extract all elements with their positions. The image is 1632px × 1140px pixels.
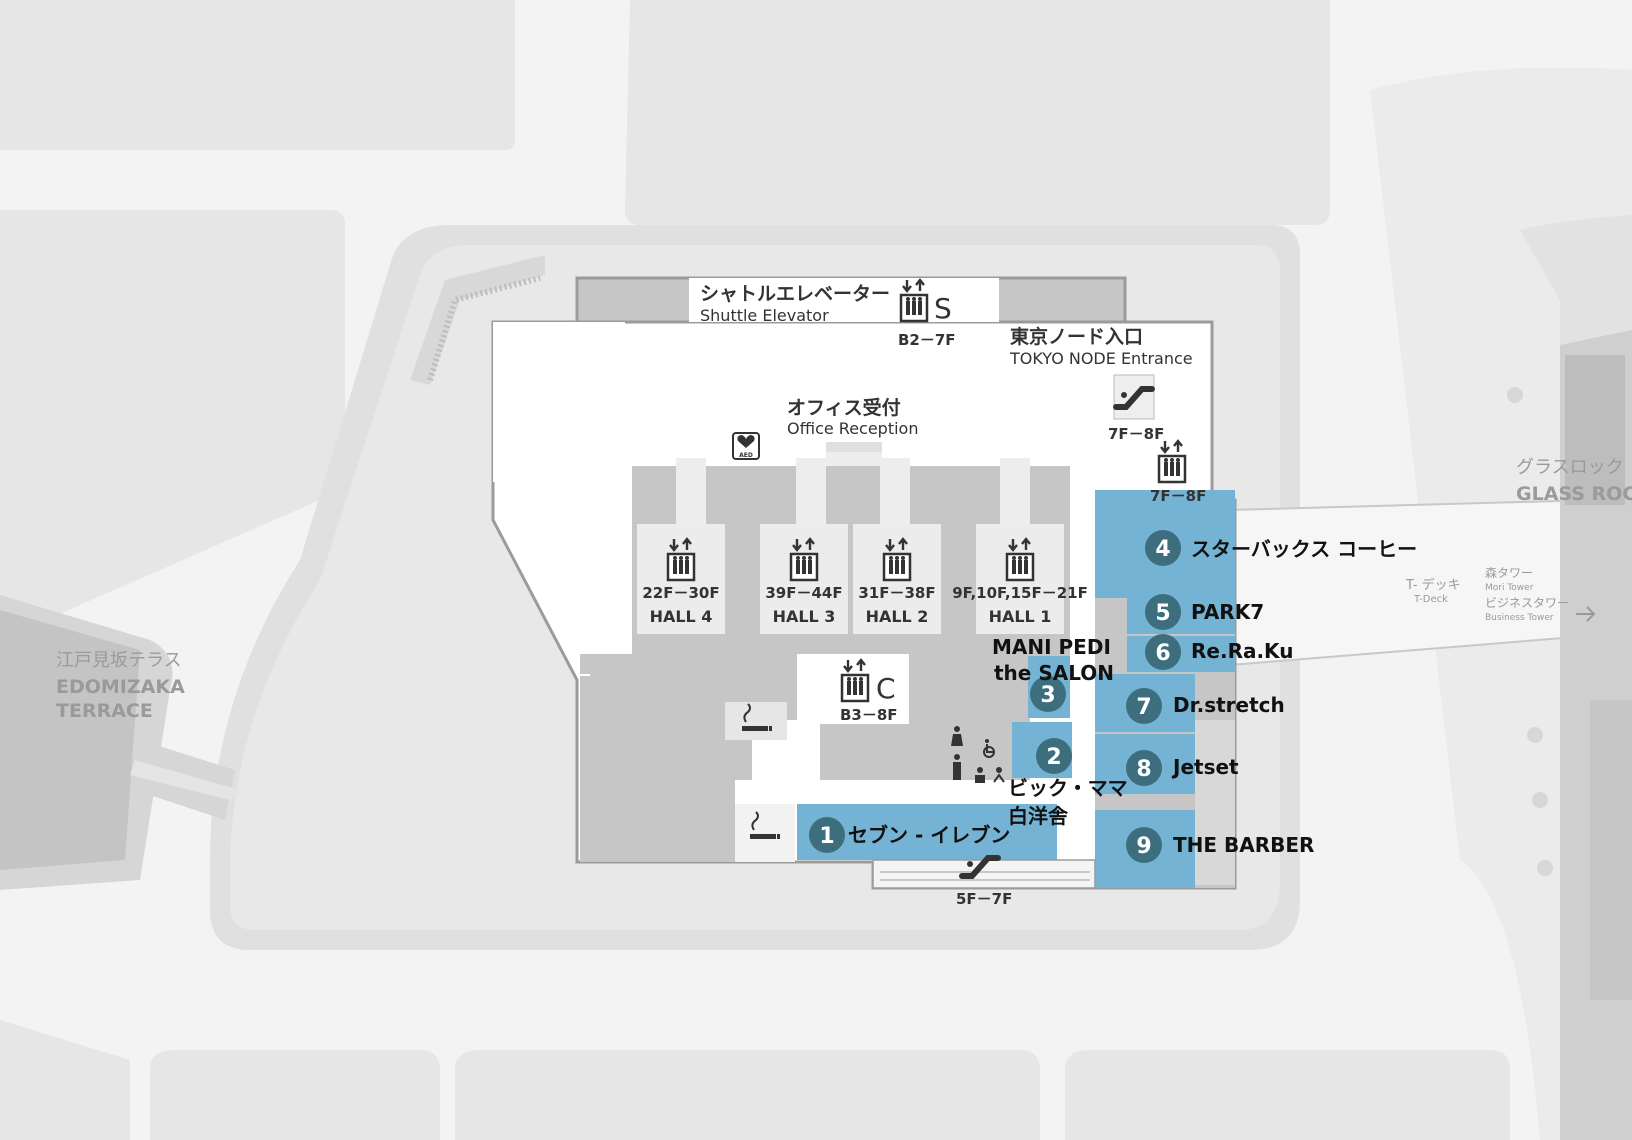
east-column-strip <box>1195 720 1235 885</box>
shuttle-elevator-floors: B2－7F <box>898 331 956 349</box>
shop-7-name: Dr.stretch <box>1173 693 1285 717</box>
tokyo-node-label-jp: 東京ノード入口 <box>1010 325 1143 348</box>
shuttle-elevator-label-en: Shuttle Elevator <box>700 306 829 325</box>
shop-4-name: スターバックス コーヒー <box>1191 537 1417 561</box>
city-block <box>1065 1050 1510 1140</box>
t-deck-label-en: T-Deck <box>1413 594 1448 605</box>
shop-8[interactable]: 8 Jetset <box>1126 750 1239 786</box>
hall-1-floors: 9F,10F,15F－21F <box>952 584 1088 602</box>
shop-2-badge <box>1036 738 1072 774</box>
hall-3-floors: 39F－44F <box>765 584 842 602</box>
tokyo-node-label-en: TOKYO NODE Entrance <box>1009 349 1193 368</box>
edomizaka-terrace-building <box>0 595 240 890</box>
men-restroom-icon[interactable] <box>953 754 961 780</box>
restroom-icons[interactable] <box>951 726 1005 783</box>
shop-9[interactable]: 9 THE BARBER <box>1126 827 1314 863</box>
mori-tower-block <box>1560 330 1632 1140</box>
reception-desk <box>826 442 882 452</box>
women-restroom-icon[interactable] <box>951 726 963 746</box>
shop-9-name: THE BARBER <box>1173 833 1314 857</box>
shop-6-name: Re.Ra.Ku <box>1191 639 1293 663</box>
shop-6-area[interactable] <box>1127 636 1235 672</box>
hall-4-floors: 22F－30F <box>642 584 719 602</box>
elevator-c-floors: B3－8F <box>840 706 898 724</box>
elevator-c-letter: C <box>876 672 896 705</box>
shop-3-name-1: MANI PEDI <box>992 635 1111 659</box>
shop-5-name: PARK7 <box>1191 600 1264 624</box>
arrow-right-icon[interactable] <box>1576 606 1596 622</box>
shop-5[interactable]: 5 PARK7 <box>1145 594 1264 630</box>
edomizaka-label-en-1: EDOMIZAKA <box>56 676 185 698</box>
city-block <box>0 0 515 150</box>
shop-4-badge <box>1145 530 1181 566</box>
shuttle-elevator-label-jp: シャトルエレベーター <box>700 283 890 305</box>
svg-text:AED: AED <box>739 452 753 459</box>
family-restroom-icon[interactable] <box>993 767 1005 783</box>
hall-2-floors: 31F－38F <box>858 584 935 602</box>
office-reception-label-jp: オフィス受付 <box>787 396 901 419</box>
glass-rock-label-en: GLASS ROCK <box>1516 483 1632 505</box>
shop-1-badge <box>809 817 845 853</box>
wheelchair-icon[interactable] <box>983 739 995 758</box>
city-block <box>150 1050 440 1140</box>
shop-1[interactable]: 1 セブン - イレブン <box>809 817 1010 853</box>
shop-3[interactable]: 3 MANI PEDI the SALON <box>992 635 1114 712</box>
edomizaka-label-jp: 江戸見坂テラス <box>56 650 182 671</box>
shop-9-number: 9 <box>1136 834 1151 859</box>
business-tower-label-jp: ビジネスタワー <box>1485 596 1569 610</box>
east-elevator-floors: 7F－8F <box>1150 487 1206 505</box>
shop-5-badge <box>1145 594 1181 630</box>
city-block <box>0 210 345 640</box>
shop-7[interactable]: 7 Dr.stretch <box>1126 688 1285 724</box>
t-deck-label-jp: T- デッキ <box>1405 577 1461 593</box>
shop-5-area[interactable] <box>1127 598 1235 634</box>
shop-8-number: 8 <box>1136 757 1151 782</box>
edomizaka-label-en-2: TERRACE <box>56 700 153 722</box>
hall-4-name: HALL 4 <box>650 607 713 626</box>
t-deck-bridge <box>1230 500 1600 665</box>
shop-3-badge <box>1030 676 1066 712</box>
tokyo-node-escalator-floors: 7F－8F <box>1108 425 1164 443</box>
shop-4-number: 4 <box>1155 537 1170 562</box>
shop-1-name: セブン - イレブン <box>848 823 1010 847</box>
shop-8-name: Jetset <box>1171 755 1239 779</box>
shuttle-elevator-letter: S <box>934 292 952 325</box>
shop-2[interactable]: 2 ビック・ママ 白洋舎 <box>1008 738 1128 828</box>
shop-5-number: 5 <box>1155 601 1170 626</box>
shop-6-badge <box>1145 634 1181 670</box>
shop-7-number: 7 <box>1136 695 1151 720</box>
aed-icon[interactable]: AED <box>732 432 760 460</box>
hall-3-name: HALL 3 <box>773 607 836 626</box>
shop-2-name-2: 白洋舎 <box>1008 804 1069 828</box>
tokyo-node-escalator-icon[interactable] <box>1114 374 1154 420</box>
shop-6-number: 6 <box>1155 641 1170 666</box>
shop-2-number: 2 <box>1046 745 1061 770</box>
baby-changing-icon[interactable] <box>975 767 985 783</box>
office-reception-label-en: Office Reception <box>787 419 918 438</box>
mori-tower-label-en: Mori Tower <box>1485 583 1534 593</box>
shop-3-number: 3 <box>1040 683 1055 708</box>
shop-4[interactable]: 4 スターバックス コーヒー <box>1145 530 1417 566</box>
city-block <box>455 1050 1040 1140</box>
west-stairs <box>410 255 545 385</box>
hall-1-name: HALL 1 <box>989 607 1052 626</box>
shop-6[interactable]: 6 Re.Ra.Ku <box>1145 634 1293 670</box>
shop-2-name-1: ビック・ママ <box>1008 776 1128 800</box>
shop-3-name-2: the SALON <box>994 661 1114 685</box>
bottom-escalator-floors: 5F－7F <box>956 890 1012 908</box>
shop-1-number: 1 <box>819 824 834 849</box>
shop-8-badge <box>1126 750 1162 786</box>
hall-2-name: HALL 2 <box>866 607 929 626</box>
glass-rock-label-jp: グラスロック <box>1516 457 1624 478</box>
shop-7-badge <box>1126 688 1162 724</box>
hall-shafts <box>676 446 1030 524</box>
business-tower-label-en: Business Tower <box>1485 613 1554 623</box>
mori-tower-label-jp: 森タワー <box>1485 565 1533 580</box>
city-block <box>625 0 1330 225</box>
shop-9-badge <box>1126 827 1162 863</box>
city-block <box>0 1020 130 1140</box>
